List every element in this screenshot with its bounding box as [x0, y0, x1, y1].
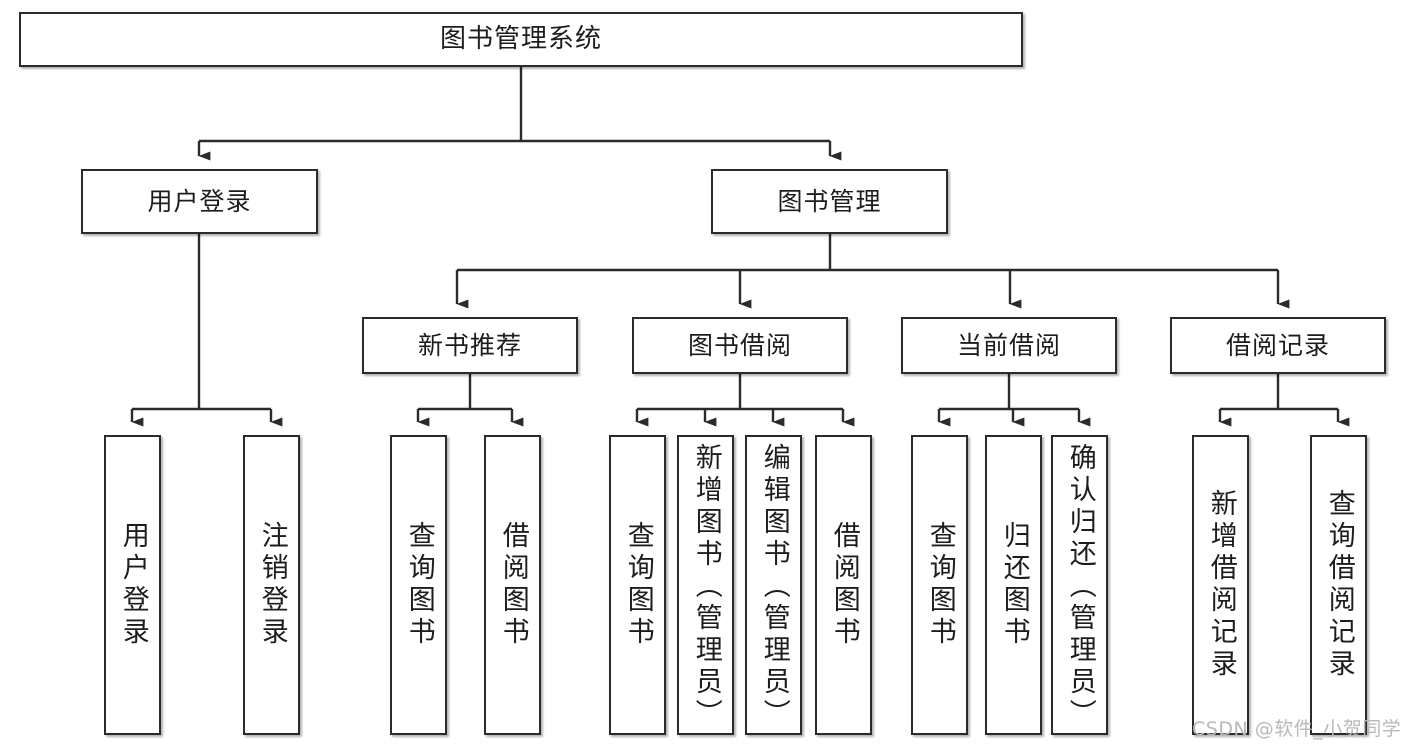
node-label-leaf-return: 归还图书	[998, 521, 1030, 649]
node-leaf-query-2: 查询图书	[609, 435, 666, 735]
node-label-leaf-borrow-1: 借阅图书	[497, 521, 529, 649]
watermark-text: CSDN @软件_小贺同学	[1192, 718, 1402, 740]
node-label-leaf-edit-book: 编辑图书（管理员）	[758, 443, 790, 731]
node-leaf-return: 归还图书	[985, 435, 1042, 735]
node-user-login: 用户登录	[81, 169, 318, 234]
node-leaf-add-book: 新增图书（管理员）	[677, 435, 734, 735]
node-new-book-rec: 新书推荐	[362, 317, 578, 374]
node-leaf-query-1: 查询图书	[390, 435, 447, 735]
node-label-leaf-query-1: 查询图书	[403, 521, 435, 649]
node-label-leaf-borrow-2: 借阅图书	[828, 521, 860, 649]
node-leaf-confirm: 确认归还（管理员）	[1051, 435, 1108, 735]
node-label-book-borrow: 图书借阅	[687, 330, 792, 360]
node-label-leaf-logout: 注销登录	[256, 521, 288, 649]
node-label-leaf-query-2: 查询图书	[622, 521, 654, 649]
node-leaf-add-rec: 新增借阅记录	[1192, 435, 1249, 735]
node-root: 图书管理系统	[19, 12, 1023, 67]
node-label-new-book-rec: 新书推荐	[417, 330, 522, 360]
node-label-leaf-add-book: 新增图书（管理员）	[690, 443, 722, 731]
node-current-borrow: 当前借阅	[901, 317, 1117, 374]
node-book-borrow: 图书借阅	[632, 317, 848, 374]
node-label-leaf-add-rec: 新增借阅记录	[1205, 489, 1237, 681]
node-leaf-query-3: 查询图书	[911, 435, 968, 735]
node-label-book-manage: 图书管理	[777, 186, 882, 216]
node-label-root: 图书管理系统	[439, 24, 602, 55]
node-borrow-record: 借阅记录	[1170, 317, 1386, 374]
node-leaf-user-login: 用户登录	[104, 435, 161, 735]
node-label-leaf-query-3: 查询图书	[924, 521, 956, 649]
node-leaf-query-rec: 查询借阅记录	[1310, 435, 1367, 735]
node-label-leaf-user-login: 用户登录	[117, 521, 149, 649]
node-leaf-borrow-2: 借阅图书	[815, 435, 872, 735]
node-label-current-borrow: 当前借阅	[956, 330, 1061, 360]
node-book-manage: 图书管理	[711, 169, 948, 234]
node-label-leaf-confirm: 确认归还（管理员）	[1064, 443, 1096, 731]
node-label-leaf-query-rec: 查询借阅记录	[1323, 489, 1355, 681]
node-label-borrow-record: 借阅记录	[1225, 330, 1330, 360]
node-label-user-login: 用户登录	[147, 186, 252, 216]
node-leaf-borrow-1: 借阅图书	[484, 435, 541, 735]
node-leaf-logout: 注销登录	[243, 435, 300, 735]
node-leaf-edit-book: 编辑图书（管理员）	[745, 435, 802, 735]
